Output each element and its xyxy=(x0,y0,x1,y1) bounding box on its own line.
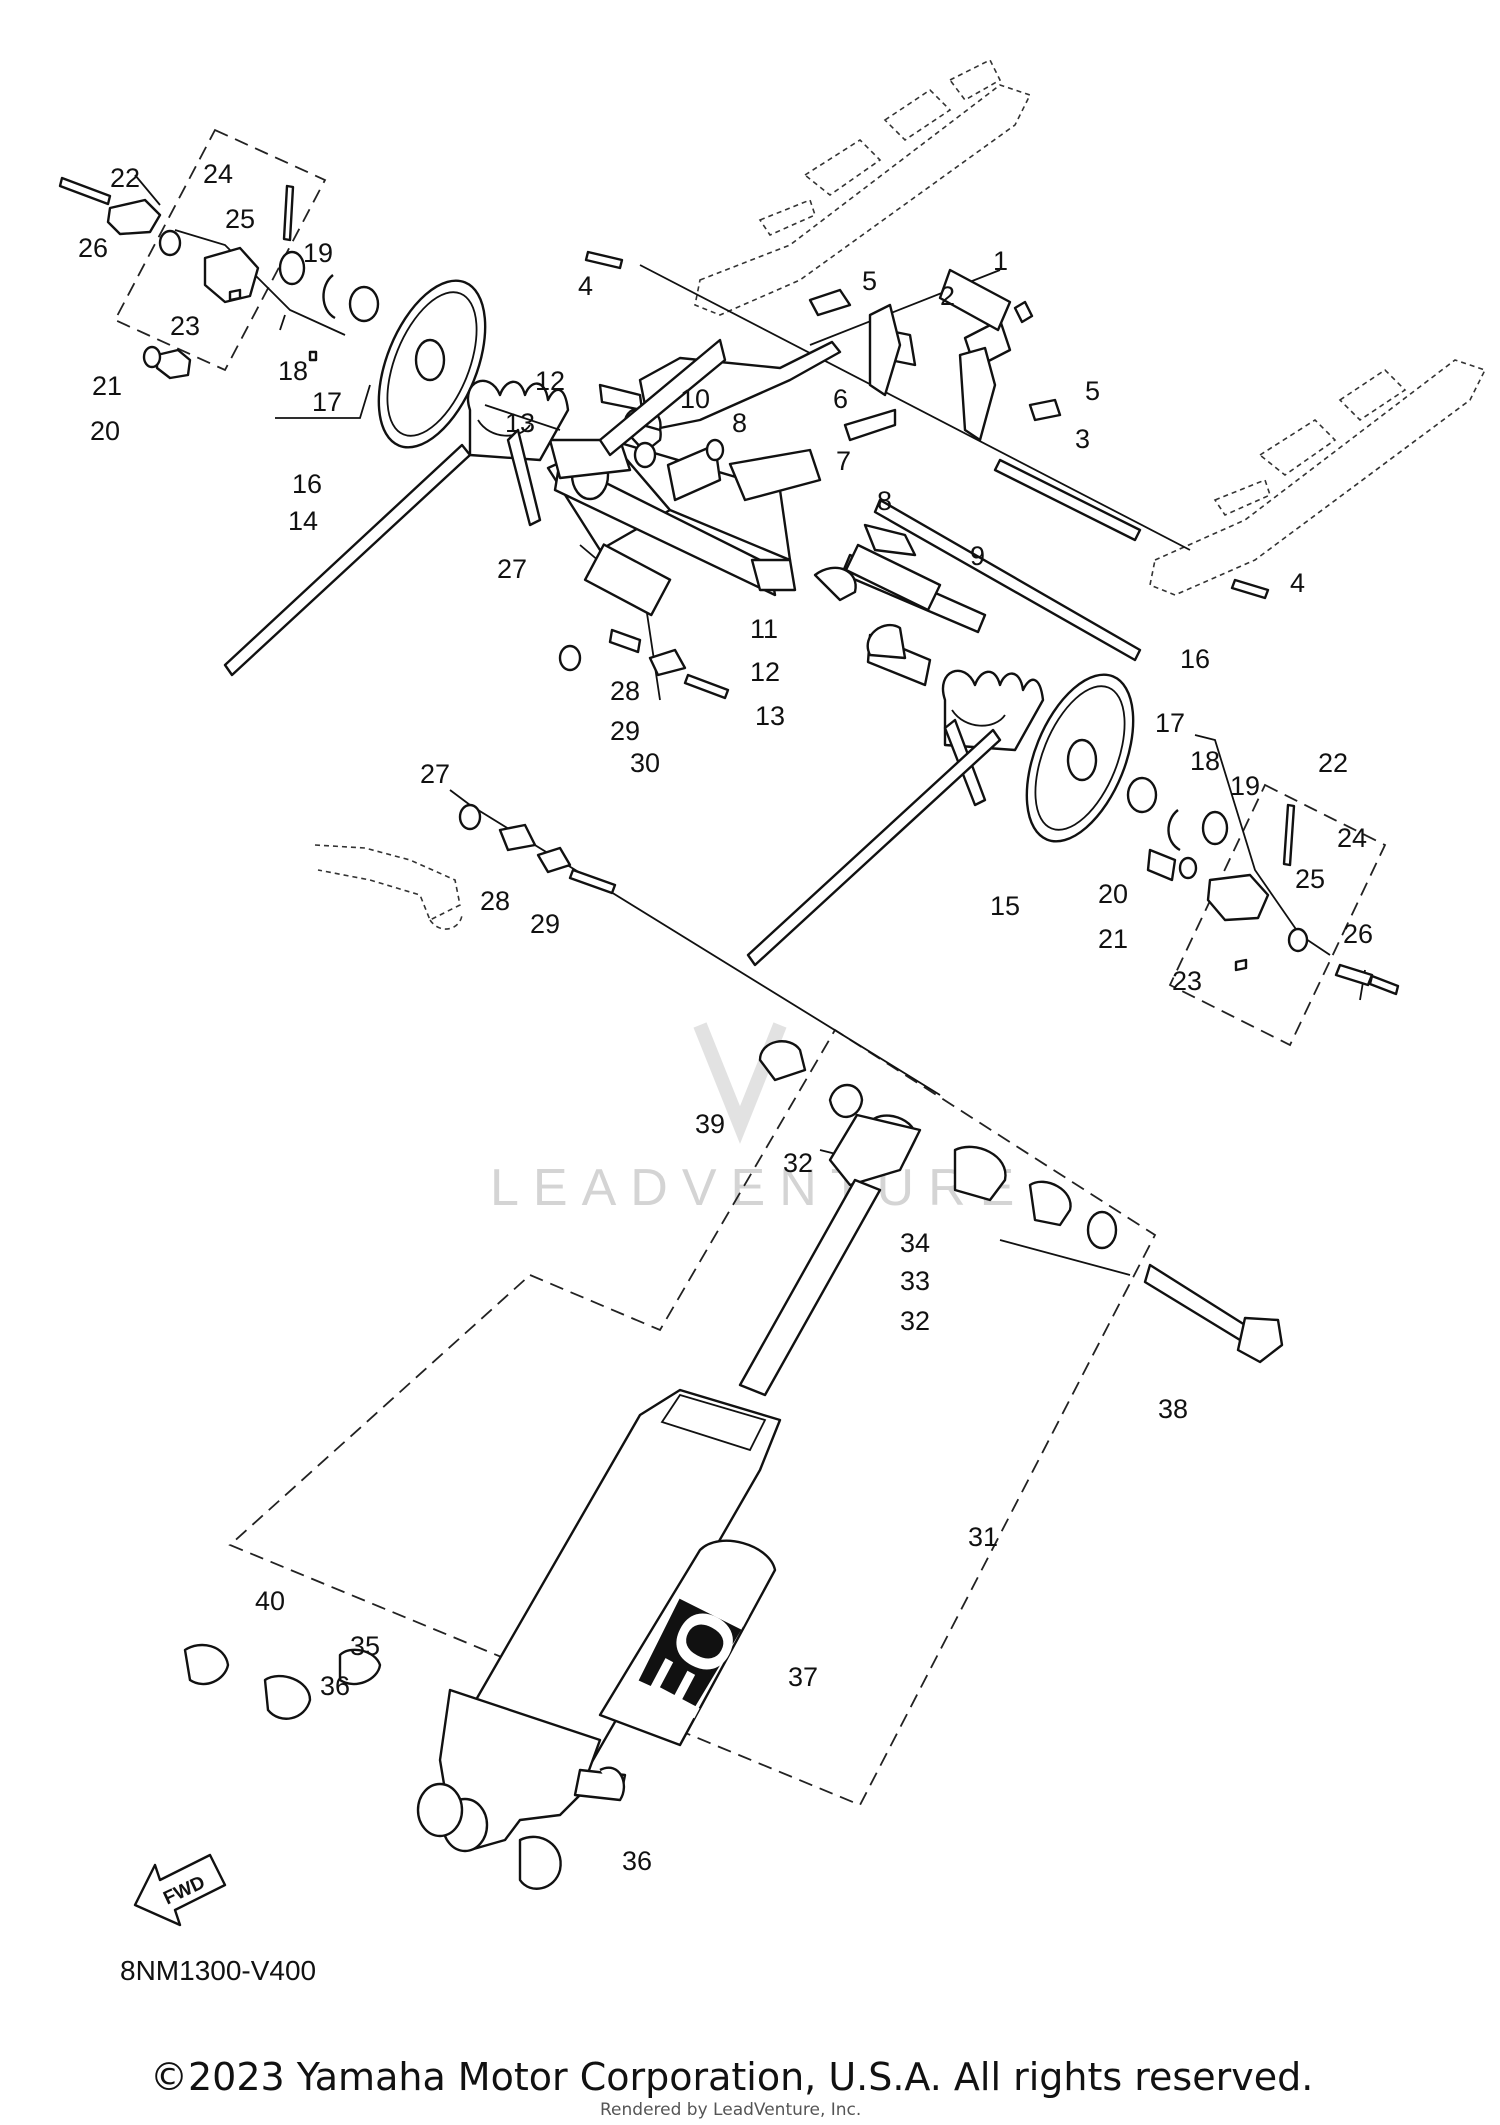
callout-4: 4 xyxy=(578,271,593,301)
callout-28: 28 xyxy=(480,886,510,916)
callout-24: 24 xyxy=(1337,823,1367,853)
callout-30: 30 xyxy=(630,748,660,778)
callout-2: 2 xyxy=(940,281,955,311)
watermark-text: LEADVENTURE xyxy=(490,1159,1028,1217)
callout-35: 35 xyxy=(350,1631,380,1661)
callout-9: 9 xyxy=(970,541,985,571)
callout-27: 27 xyxy=(497,554,527,584)
lower-right-wheel-group xyxy=(1025,673,1400,996)
rail-frames xyxy=(694,58,1487,596)
callout-8: 8 xyxy=(732,408,747,438)
callout-16: 16 xyxy=(292,469,322,499)
callout-21: 21 xyxy=(1098,924,1128,954)
callout-11: 11 xyxy=(750,614,778,644)
callout-33: 33 xyxy=(900,1266,930,1296)
callout-5: 5 xyxy=(1085,376,1100,406)
callout-20: 20 xyxy=(1098,879,1128,909)
group-outlines xyxy=(113,128,1387,1807)
callout-13: 13 xyxy=(755,701,785,731)
callout-36: 36 xyxy=(622,1846,652,1876)
copyright-notice: ©2023 Yamaha Motor Corporation, U.S.A. A… xyxy=(150,2055,1314,2099)
callout-25: 25 xyxy=(225,204,255,234)
callout-24: 24 xyxy=(203,159,233,189)
callout-8: 8 xyxy=(877,486,892,516)
callout-17: 17 xyxy=(312,387,342,417)
callout-18: 18 xyxy=(1190,746,1220,776)
callout-32: 32 xyxy=(900,1306,930,1336)
callout-34: 34 xyxy=(900,1228,930,1258)
callout-39: 39 xyxy=(695,1109,725,1139)
callout-15: 15 xyxy=(990,891,1020,921)
fwd-arrow: FWD xyxy=(133,1853,227,1927)
callout-16: 16 xyxy=(1180,644,1210,674)
callout-23: 23 xyxy=(1172,966,1202,996)
callout-18: 18 xyxy=(278,356,308,386)
callout-37: 37 xyxy=(788,1662,818,1692)
callout-22: 22 xyxy=(110,163,140,193)
rendered-by-credit: Rendered by LeadVenture, Inc. xyxy=(600,2100,862,2120)
callout-14: 14 xyxy=(288,506,318,536)
callout-4: 4 xyxy=(1290,568,1305,598)
callout-12: 12 xyxy=(750,657,780,687)
callout-26: 26 xyxy=(1343,919,1373,949)
callout-19: 19 xyxy=(303,238,333,268)
callout-1: 1 xyxy=(993,246,1008,276)
callout-7: 7 xyxy=(836,446,851,476)
callout-28: 28 xyxy=(610,676,640,706)
callout-19: 19 xyxy=(1230,771,1260,801)
callout-6: 6 xyxy=(833,384,848,414)
callout-32: 32 xyxy=(783,1148,813,1178)
lower-left-link-mount xyxy=(314,628,730,930)
callout-27: 27 xyxy=(420,759,450,789)
callout-36: 36 xyxy=(320,1671,350,1701)
callout-25: 25 xyxy=(1295,864,1325,894)
callout-17: 17 xyxy=(1155,708,1185,738)
callout-20: 20 xyxy=(90,416,120,446)
upper-left-mount-group xyxy=(58,176,487,449)
torsion-springs xyxy=(223,379,1045,967)
callout-23: 23 xyxy=(170,311,200,341)
callout-3: 3 xyxy=(1075,424,1090,454)
callout-38: 38 xyxy=(1158,1394,1188,1424)
callout-12: 12 xyxy=(535,366,565,396)
callout-26: 26 xyxy=(78,233,108,263)
callout-29: 29 xyxy=(530,909,560,939)
callout-13: 13 xyxy=(505,408,535,438)
callout-40: 40 xyxy=(255,1586,285,1616)
callout-21: 21 xyxy=(92,371,122,401)
rail-brackets xyxy=(584,250,1270,600)
callout-31: 31 xyxy=(968,1522,998,1552)
callout-22: 22 xyxy=(1318,748,1348,778)
diagram-code: 8NM1300-V400 xyxy=(120,1955,316,1986)
callout-5: 5 xyxy=(862,266,877,296)
callout-29: 29 xyxy=(610,716,640,746)
callout-10: 10 xyxy=(680,384,710,414)
leadventure-watermark: LEADVENTURE xyxy=(490,1022,1028,1217)
cross-shaft-assembly xyxy=(546,268,1142,687)
callouts: 1 2 3 4 4 5 5 6 7 8 8 9 10 11 12 12 13 1… xyxy=(78,159,1373,1876)
